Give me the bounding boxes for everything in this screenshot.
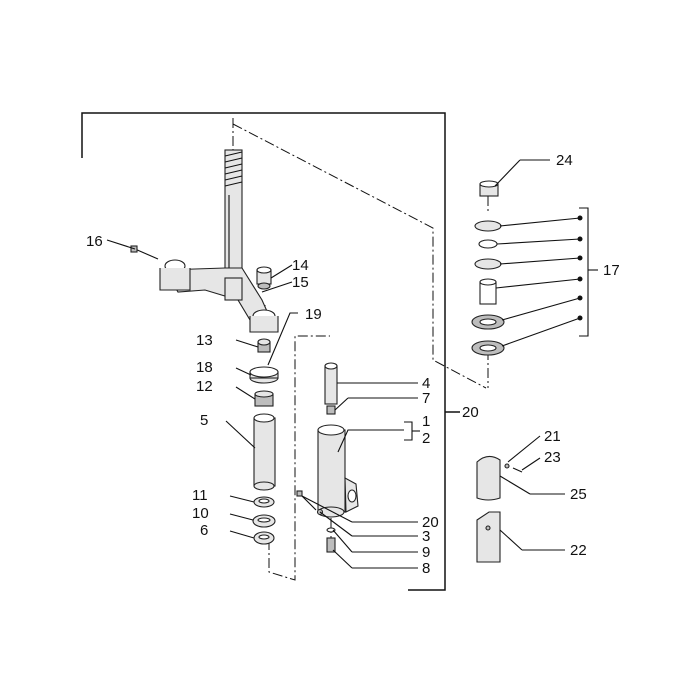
kit-17-bracket	[495, 207, 598, 347]
pin-4	[324, 362, 338, 415]
label-20-group: 20	[462, 404, 479, 421]
label-12: 12	[196, 378, 213, 395]
nut-14	[256, 266, 272, 290]
bracket-22	[476, 511, 501, 563]
label-9: 9	[422, 544, 430, 561]
alignment-lines	[232, 118, 489, 581]
label-7: 7	[422, 390, 430, 407]
cap-24	[479, 180, 499, 197]
bearing-stack	[249, 338, 279, 407]
leader-lines	[106, 159, 565, 569]
bolt-16	[130, 245, 159, 260]
label-18: 18	[196, 359, 213, 376]
label-13: 13	[196, 332, 213, 349]
label-3: 3	[422, 528, 430, 545]
housing-1-2	[317, 424, 359, 518]
label-6: 6	[200, 522, 208, 539]
label-16: 16	[86, 233, 103, 250]
label-10: 10	[192, 505, 209, 522]
label-22: 22	[570, 542, 587, 559]
steering-column	[224, 149, 243, 279]
sleeve-25	[476, 455, 523, 501]
label-24: 24	[556, 152, 573, 169]
label-14: 14	[292, 257, 309, 274]
label-1: 1	[422, 413, 430, 430]
label-17: 17	[603, 262, 620, 279]
fork-yoke	[159, 259, 279, 333]
tube-5	[253, 413, 276, 491]
label-21: 21	[544, 428, 561, 445]
label-11: 11	[192, 487, 208, 504]
rings-11-10-6	[252, 496, 276, 545]
label-25: 25	[570, 486, 587, 503]
label-2: 2	[422, 430, 430, 447]
label-23: 23	[544, 449, 561, 466]
kit-17-parts	[471, 220, 505, 356]
label-4: 4	[422, 375, 430, 392]
label-19: 19	[305, 306, 322, 323]
label-15: 15	[292, 274, 309, 291]
callout-labels: 16 14 15 19 13 18 12 5 11 10 6 4 7 1 2 2…	[86, 152, 620, 577]
label-8: 8	[422, 560, 430, 577]
label-5: 5	[200, 412, 208, 429]
label-20-item: 20	[422, 514, 439, 531]
assembly-frame	[81, 112, 460, 591]
